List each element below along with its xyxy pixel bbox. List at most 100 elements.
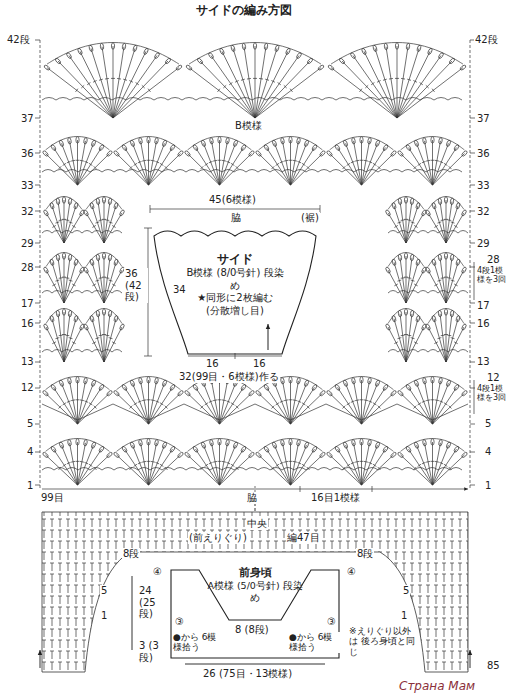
fan-motif [434,284,438,286]
fan-motif [422,462,426,463]
fan-motif [425,267,431,274]
fan-motif [394,284,398,286]
pattern-name: B模様 [234,120,263,132]
fan-motif [307,406,310,409]
fan-motif [240,144,246,151]
fan-motif [413,80,417,82]
fan-motif [319,150,326,157]
row-number: 42段 [474,34,499,46]
fan-motif [177,150,184,157]
fan-motif [290,442,291,485]
mesh-chevron [184,404,255,420]
fan-motif [71,461,75,463]
note: ●から 6模様拾う [172,632,224,653]
fan-motif [133,383,149,424]
fan-motif [95,338,99,339]
fan-motif [255,452,262,459]
fan-motif [218,399,222,400]
chart-border [470,118,475,119]
fan-motif [78,455,110,485]
fan-motif [454,342,458,344]
mesh-chevron [397,404,468,420]
fan-motif [98,201,104,243]
fan-motif [446,262,458,303]
fan-motif [104,312,105,362]
fan-motif [42,390,49,397]
row-number: 5 [484,418,492,430]
chain-mesh [42,231,122,234]
fan-motif [154,137,158,144]
fan-motif [437,222,441,223]
fan-motif [248,390,255,397]
fan-motif [142,160,146,162]
fan-motif [222,399,226,401]
fan-motif [189,68,255,118]
fan-motif [104,200,105,243]
fan-motif [406,319,418,362]
fan-motif [431,160,435,161]
fan-motif [200,61,255,118]
fan-motif [83,309,125,363]
fan-motif [219,442,220,485]
fan-motif [151,399,155,401]
fan-motif [283,141,291,185]
mesh-chevron [42,404,113,420]
fan-motif [78,449,102,485]
chart-border [470,323,475,324]
fan-motif [86,197,122,210]
fan-motif [342,61,397,118]
fan-motif [331,43,463,65]
callout-number: ③ [174,616,185,628]
fan-motif [346,143,362,185]
fan-motif [401,78,405,80]
fan-motif [362,154,394,186]
fan-motif [104,270,122,303]
row-number: 17 [476,300,491,312]
fan-motif [121,144,127,151]
chart-border [35,323,40,324]
panel-note: A模様 (5/0号針) 段染め [205,580,305,604]
watermark: Страна Мам [398,680,476,694]
fan-motif [83,137,87,144]
fan-motif [453,144,459,151]
fan-motif [184,137,255,186]
dimension-line [144,205,320,359]
fan-motif [253,78,257,79]
fan-motif [390,150,397,157]
fan-motif [406,270,424,303]
front-body-chart [470,650,471,668]
fan-motif [43,209,49,216]
fan-motif [84,401,88,402]
fan-motif [355,461,359,463]
fan-motif [98,314,104,362]
fan-motif [86,213,104,243]
fan-motif [42,377,113,425]
fan-motif [293,399,297,401]
row-number: 4段1模様を3回 [476,266,508,284]
chart-border [35,424,40,425]
fan-motif [433,148,457,185]
fan-motif [395,78,399,79]
fan-motif [290,89,292,92]
fan-motif [63,403,66,405]
fan-motif [72,225,75,227]
fan-motif [388,309,424,324]
fan-motif [142,85,145,88]
fan-motif [440,258,446,303]
fan-motif [394,206,406,243]
fan-motif [220,455,252,485]
fan-motif [244,47,255,118]
fan-motif [255,150,262,157]
fan-motif [113,51,146,118]
fan-motif [364,399,368,401]
fan-motif [248,150,255,157]
fan-motif [451,222,455,223]
fan-motif [89,202,94,209]
row-number: 5 [26,418,34,430]
fan-motif [225,137,229,144]
fan-motif [284,160,288,162]
dimension-label: 1 [100,610,108,622]
fan-motif [422,401,426,402]
fan-motif [62,309,65,315]
fan-motif [264,43,268,50]
